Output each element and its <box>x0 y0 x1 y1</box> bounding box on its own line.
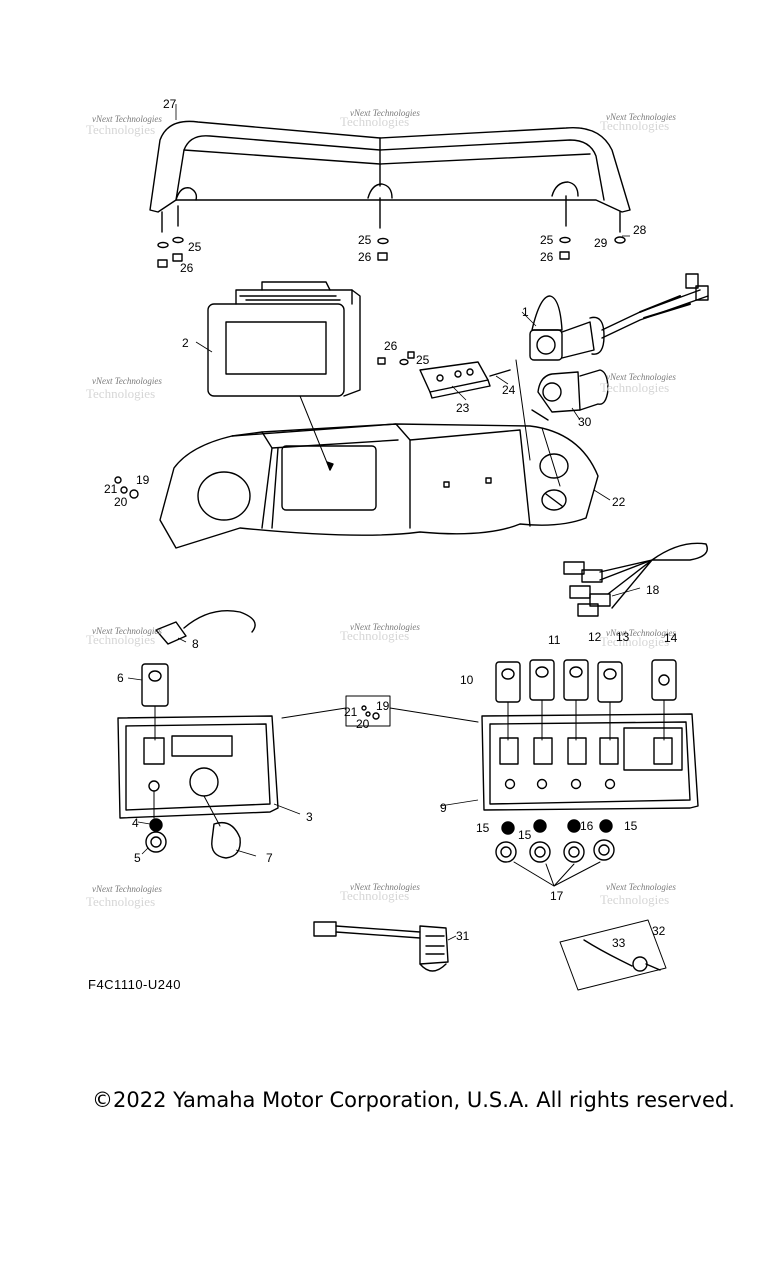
svg-text:Technologies: Technologies <box>86 894 155 909</box>
display-unit-part <box>207 281 361 471</box>
svg-text:Technologies: Technologies <box>600 634 669 649</box>
callout-15: 15 <box>624 819 638 833</box>
svg-text:vNext Technologies: vNext Technologies <box>92 884 162 894</box>
svg-text:vNext Technologies: vNext Technologies <box>606 628 676 638</box>
svg-text:vNext Technologies: vNext Technologies <box>606 372 676 382</box>
callout-6: 6 <box>117 671 124 685</box>
callout-19: 19 <box>136 473 150 487</box>
hardware-kit-part <box>281 695 479 727</box>
svg-text:vNext Technologies: vNext Technologies <box>606 882 676 892</box>
callout-30: 30 <box>578 415 592 429</box>
callout-2: 2 <box>182 336 189 350</box>
callout-11: 11 <box>548 633 561 647</box>
grab-bar-part <box>149 120 631 268</box>
callout-15: 15 <box>518 828 532 842</box>
svg-text:vNext Technologies: vNext Technologies <box>350 622 420 632</box>
callout-23: 23 <box>456 401 470 415</box>
callout-25: 25 <box>416 353 430 367</box>
callout-31: 31 <box>456 929 470 943</box>
callout-9: 9 <box>440 801 447 815</box>
svg-text:Technologies: Technologies <box>340 114 409 129</box>
rocker-switch-part <box>141 663 169 741</box>
callout-32: 32 <box>652 924 666 938</box>
callout-labels: 27 25 26 25 26 25 26 29 28 2 1 26 25 24 … <box>104 97 678 950</box>
callout-18: 18 <box>646 583 660 597</box>
callout-21: 21 <box>104 482 118 496</box>
callout-28: 28 <box>633 223 647 237</box>
callout-26: 26 <box>180 261 194 275</box>
key-switch-kit-part <box>559 919 667 991</box>
diagram-code: F4C1110-U240 <box>88 977 181 992</box>
horn-plug-part <box>313 921 449 972</box>
callout-29: 29 <box>594 236 608 250</box>
callout-15: 15 <box>476 821 490 835</box>
callout-25: 25 <box>188 240 202 254</box>
wire-harness-part <box>563 542 708 617</box>
svg-text:vNext Technologies: vNext Technologies <box>92 626 162 636</box>
callout-13: 13 <box>616 630 630 644</box>
callout-20: 20 <box>356 717 370 731</box>
callout-8: 8 <box>192 637 199 651</box>
svg-text:Technologies: Technologies <box>600 892 669 907</box>
callout-26: 26 <box>358 250 372 264</box>
svg-text:vNext Technologies: vNext Technologies <box>92 114 162 124</box>
copyright-notice: ©2022 Yamaha Motor Corporation, U.S.A. A… <box>92 1088 735 1112</box>
svg-text:vNext Technologies: vNext Technologies <box>606 112 676 122</box>
callout-20: 20 <box>114 495 128 509</box>
connector-part <box>155 610 256 645</box>
callout-17: 17 <box>550 889 564 903</box>
svg-text:vNext Technologies: vNext Technologies <box>350 882 420 892</box>
svg-text:Technologies: Technologies <box>340 888 409 903</box>
callout-4: 4 <box>132 816 139 830</box>
mount-bracket-part <box>377 351 511 399</box>
callout-16: 16 <box>580 819 594 833</box>
callout-27: 27 <box>163 97 177 111</box>
right-switch-panel-part <box>481 713 699 887</box>
callout-26: 26 <box>540 250 554 264</box>
callout-21: 21 <box>344 705 358 719</box>
callout-26: 26 <box>384 339 398 353</box>
callout-5: 5 <box>134 851 141 865</box>
svg-text:Technologies: Technologies <box>86 386 155 401</box>
callout-33: 33 <box>612 936 626 950</box>
dash-panel-part <box>114 423 599 549</box>
svg-text:Technologies: Technologies <box>340 628 409 643</box>
callout-7: 7 <box>266 851 273 865</box>
callout-22: 22 <box>612 495 626 509</box>
callout-10: 10 <box>460 673 474 687</box>
callout-1: 1 <box>522 305 529 319</box>
svg-text:Technologies: Technologies <box>600 118 669 133</box>
switch-row-part <box>495 659 677 741</box>
callout-3: 3 <box>306 810 313 824</box>
svg-text:Technologies: Technologies <box>600 380 669 395</box>
svg-text:Technologies: Technologies <box>86 122 155 137</box>
callout-24: 24 <box>502 383 516 397</box>
svg-text:vNext Technologies: vNext Technologies <box>350 108 420 118</box>
svg-text:vNext Technologies: vNext Technologies <box>92 376 162 386</box>
callout-12: 12 <box>588 630 602 644</box>
callout-25: 25 <box>358 233 372 247</box>
callout-14: 14 <box>664 631 678 645</box>
svg-text:Technologies: Technologies <box>86 632 155 647</box>
callout-19: 19 <box>376 699 390 713</box>
callout-25: 25 <box>540 233 554 247</box>
left-switch-panel-part <box>117 715 279 859</box>
power-outlet-part <box>515 273 709 487</box>
